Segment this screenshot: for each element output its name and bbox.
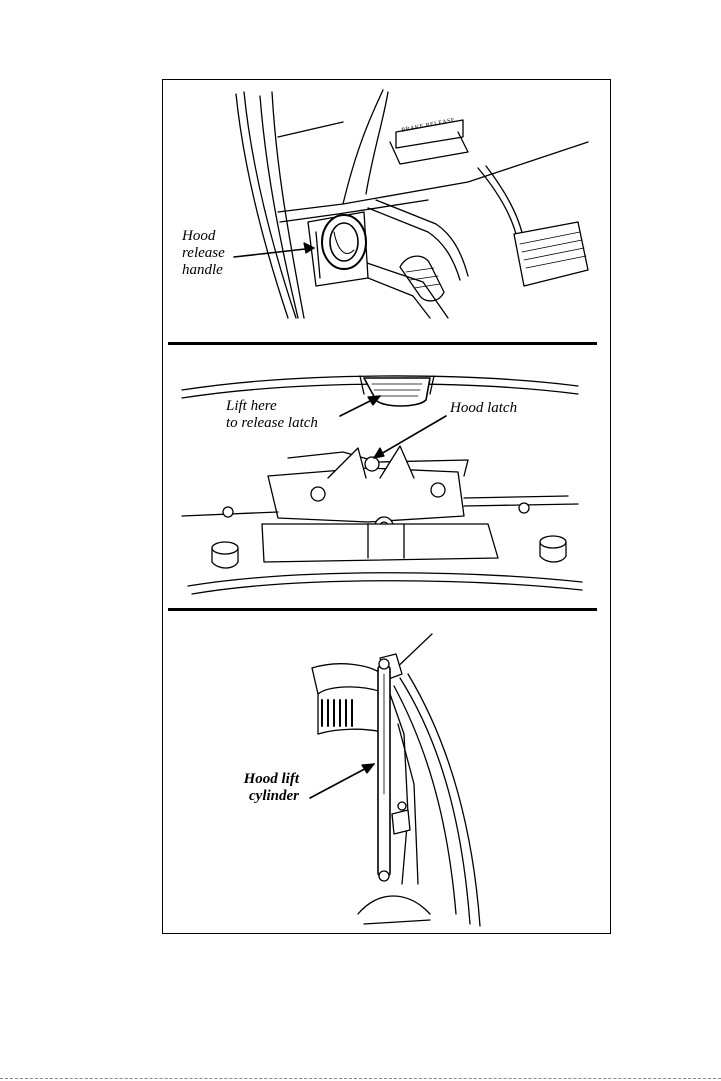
hood-lift-cylinder-illustration: [168, 614, 598, 932]
hood-latch-illustration: [168, 348, 598, 606]
lift-here-label: Lift here to release latch: [226, 398, 318, 432]
hood-release-illustration: [168, 82, 598, 338]
hood-lift-cylinder-label: Hood lift cylinder: [240, 771, 299, 805]
panel-divider-2: [168, 608, 597, 611]
hood-release-handle-label: Hood release handle: [182, 228, 225, 279]
panel-divider-1: [168, 342, 597, 345]
hood-latch-label: Hood latch: [450, 400, 517, 417]
page-bottom-rule: [0, 1078, 721, 1079]
